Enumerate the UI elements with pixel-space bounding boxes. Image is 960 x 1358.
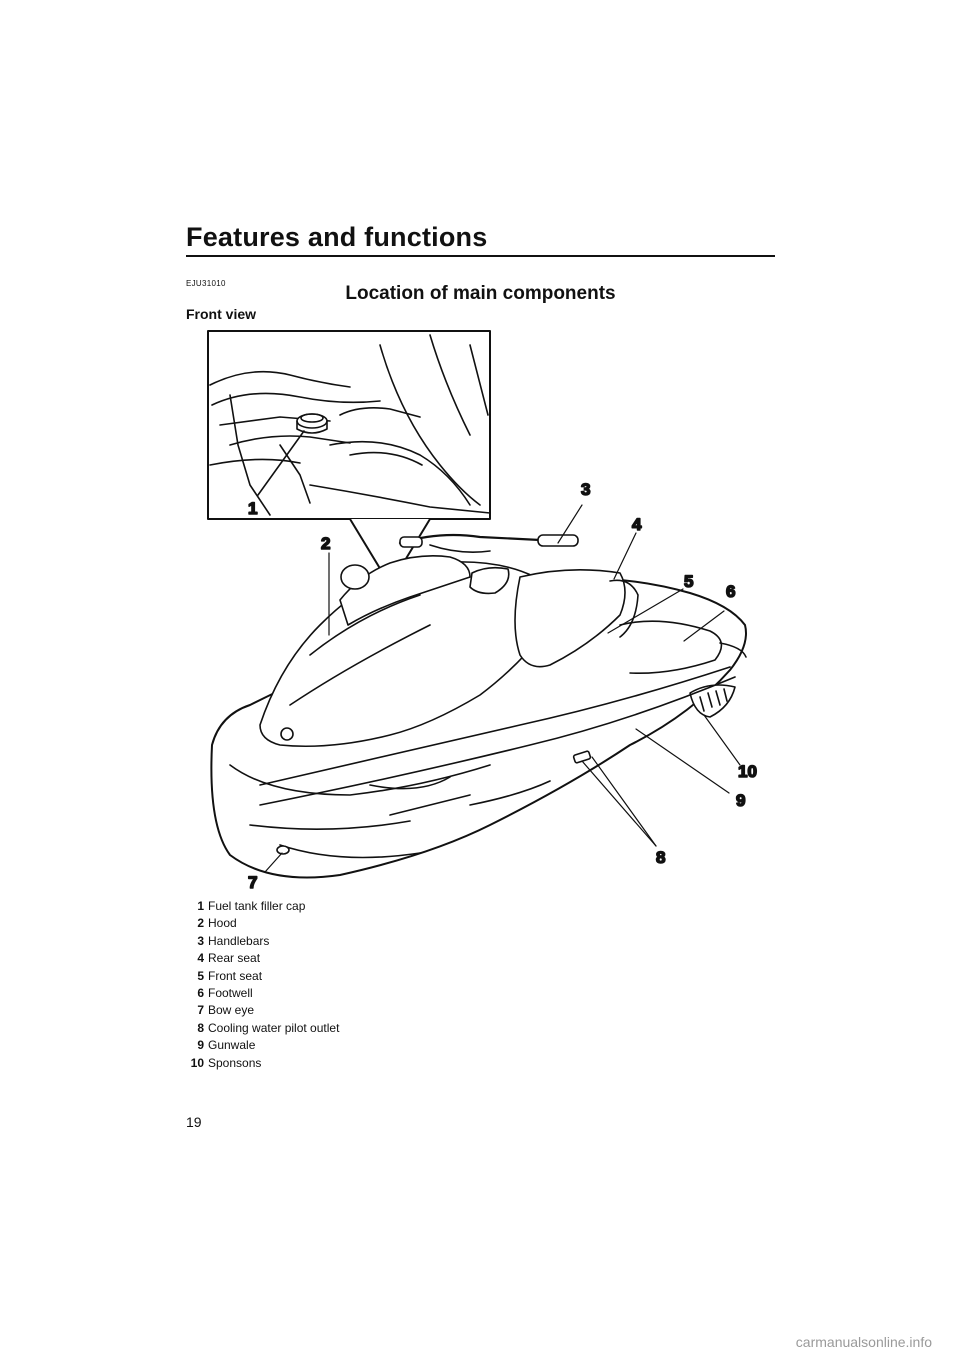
legend-label: Bow eye xyxy=(208,1003,255,1018)
legend-item: 7 Bow eye xyxy=(186,1002,339,1019)
legend-item: 8 Cooling water pilot outlet xyxy=(186,1020,339,1037)
header-rule xyxy=(186,255,775,257)
legend-item: 4 Rear seat xyxy=(186,950,339,967)
callout-2: 2 xyxy=(321,534,330,553)
legend-item: 9 Gunwale xyxy=(186,1037,339,1054)
legend-item: 1 Fuel tank filler cap xyxy=(186,898,339,915)
legend-number: 9 xyxy=(197,1038,204,1053)
legend-label: Fuel tank filler cap xyxy=(208,899,306,913)
legend-number: 2 xyxy=(197,916,204,931)
callout-5: 5 xyxy=(684,572,693,591)
callout-8: 8 xyxy=(656,848,665,867)
legend-number: 3 xyxy=(197,933,204,948)
callout-7: 7 xyxy=(248,873,257,892)
legend-label: Gunwale xyxy=(208,1038,256,1053)
leader-lines xyxy=(264,504,741,873)
legend-number: 7 xyxy=(197,1003,204,1018)
document-code: EJU31010 xyxy=(186,279,226,288)
legend-item: 6 Footwell xyxy=(186,985,339,1002)
legend-label: Handlebars xyxy=(208,933,270,948)
callout-6: 6 xyxy=(726,582,735,601)
page-header-title: Features and functions xyxy=(186,222,488,252)
legend-label: Hood xyxy=(208,916,237,931)
legend-label: Sponsons xyxy=(208,1055,262,1070)
inset-detail xyxy=(207,330,491,586)
legend-number: 10 xyxy=(190,1055,204,1070)
legend-label: Rear seat xyxy=(208,951,261,966)
legend-item: 3 Handlebars xyxy=(186,933,339,950)
legend-number: 4 xyxy=(197,951,204,966)
legend-number: 6 xyxy=(197,985,204,1000)
legend-item: 5 Front seat xyxy=(186,968,339,985)
callout-9: 9 xyxy=(736,791,745,810)
legend-number: 8 xyxy=(197,1020,204,1035)
watermark: carmanualsonline.info xyxy=(795,1334,932,1350)
watercraft-illustration: 1 2 3 4 5 6 7 8 9 10 xyxy=(207,330,758,893)
legend-label: Front seat xyxy=(208,968,263,983)
callout-4: 4 xyxy=(632,515,642,534)
watercraft-body xyxy=(210,533,747,879)
subheading: Front view xyxy=(186,306,257,322)
legend-item: 10 Sponsons xyxy=(186,1055,339,1072)
section-title: Location of main components xyxy=(345,283,616,304)
callout-3: 3 xyxy=(581,480,590,499)
legend-item: 2 Hood xyxy=(186,915,339,932)
page-number: 19 xyxy=(186,1114,202,1130)
legend-label: Cooling water pilot outlet xyxy=(208,1020,340,1035)
callout-1: 1 xyxy=(248,499,257,518)
callout-10: 10 xyxy=(738,762,757,781)
legend-number: 5 xyxy=(197,968,204,983)
legend-number: 1 xyxy=(197,899,204,913)
legend-label: Footwell xyxy=(208,985,253,1000)
